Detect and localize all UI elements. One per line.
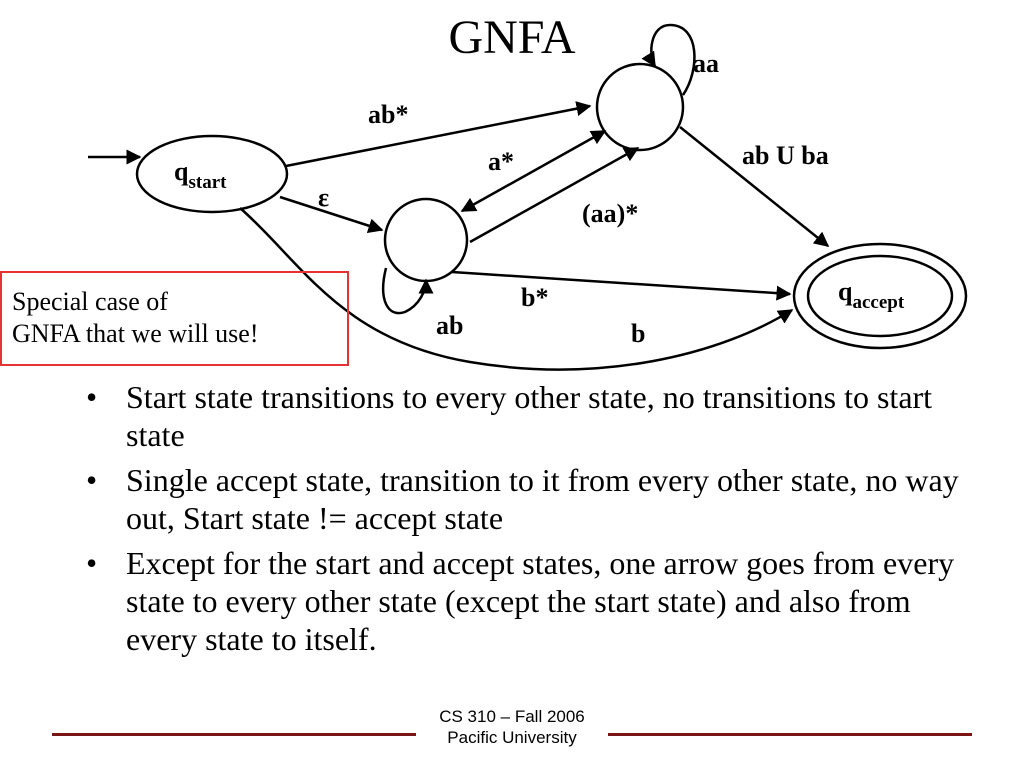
label-mid-to-top: (aa)* [582,199,638,228]
state-top [595,62,685,152]
footer-rule-left [52,733,416,736]
start-state-label-sub: start [188,172,227,193]
edge-mid-to-accept [451,270,792,301]
bullet-text: Start state transitions to every other s… [126,379,933,453]
bullet-text: Except for the start and accept states, … [126,545,955,657]
bullet-dot: • [86,379,98,415]
label-top-to-mid: a* [488,147,514,176]
footer: CS 310 – Fall 2006 Pacific University [417,706,607,748]
edge-top-to-mid [460,129,607,213]
slide-title: GNFA [448,11,576,64]
bullet-dot: • [86,545,98,581]
state-accept-inner [806,254,954,338]
edge-top-to-accept [679,126,830,247]
gnfa-diagram: qstart qaccept ab* aa ab U ba a* ε (aa)*… [88,23,968,371]
accept-state-label-sub: accept [852,292,904,313]
label-mid-to-accept: b* [521,283,548,312]
callout-line-2: GNFA that we will use! [12,319,259,348]
edge-mid-to-top [469,146,640,244]
edge-start-to-accept [239,207,794,371]
footer-rule-right [608,733,972,736]
callout-line-1: Special case of [12,287,168,316]
label-start-to-top: ab* [368,100,408,129]
bullet-dot: • [86,462,98,498]
edge-mid-self-loop [381,267,434,315]
bullet-list: • Start state transitions to every other … [86,378,966,665]
footer-institution: Pacific University [447,728,577,747]
edge-top-self-loop [641,23,696,96]
edge-start-to-top [285,101,592,168]
edge-start-to-mid [279,195,384,233]
state-start [135,134,289,214]
bullet-text: Single accept state, transition to it fr… [126,462,959,536]
label-top-self-loop: aa [693,49,719,78]
bullet-item: • Except for the start and accept states,… [86,544,966,658]
label-start-to-mid: ε [318,183,329,212]
footer-course: CS 310 – Fall 2006 [439,707,585,726]
start-state-label: qstart [174,157,227,193]
start-state-label-main: q [174,157,189,186]
accept-state-label: qaccept [838,277,905,313]
state-mid [383,197,469,283]
accept-state-label-main: q [838,277,853,306]
state-accept-outer [792,242,968,350]
label-mid-self-loop: ab [436,311,463,340]
label-start-to-accept: b [631,319,645,348]
bullet-item: • Start state transitions to every other … [86,378,966,454]
label-top-to-accept: ab U ba [742,141,829,170]
bullet-item: • Single accept state, transition to it f… [86,461,966,537]
callout-box: Special case of GNFA that we will use! [0,271,349,366]
